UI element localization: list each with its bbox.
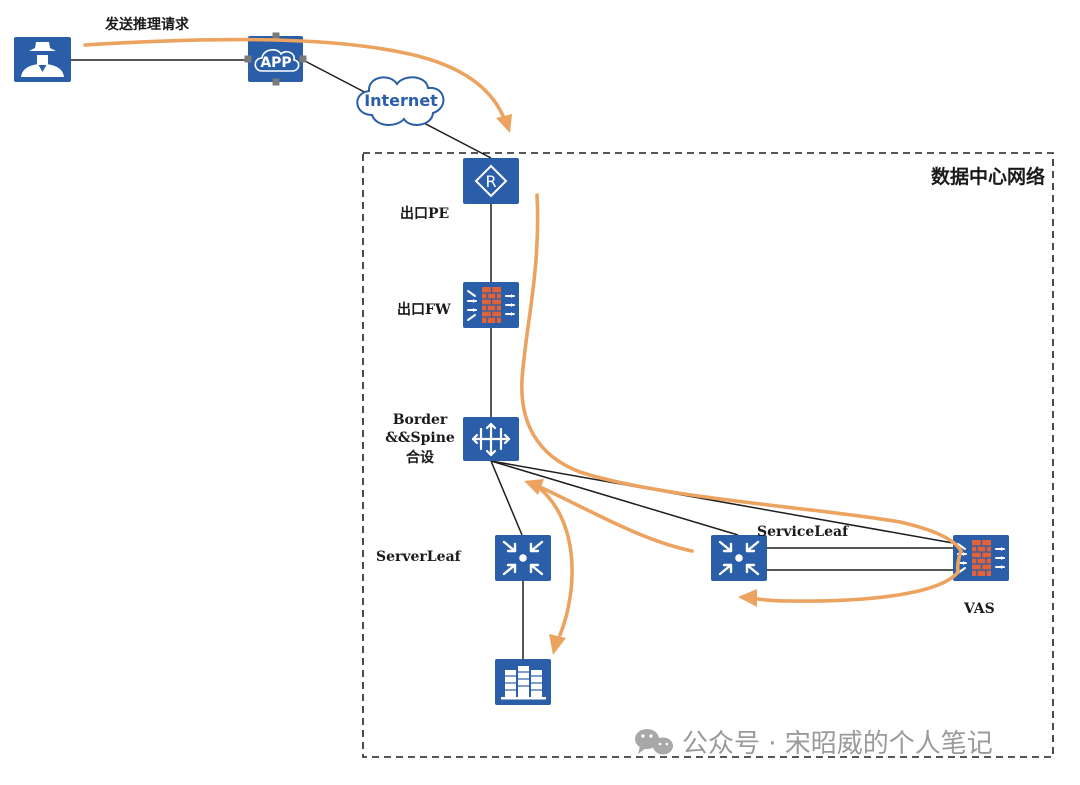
core-switch-icon (463, 417, 519, 461)
vas-label: VAS (963, 601, 995, 617)
user-icon (14, 37, 71, 82)
link-spine-serverleaf (490, 460, 523, 536)
server-leaf-label: ServerLeaf (376, 549, 462, 565)
flow-vas-return (756, 570, 960, 603)
link-spine-vas (490, 460, 954, 544)
app-connector-handles (244, 32, 307, 86)
service-leaf-icon (711, 535, 767, 581)
service-leaf-label: ServiceLeaf (757, 524, 849, 540)
app-icon: APP (244, 32, 307, 86)
fw-label: 出口FW (397, 301, 451, 318)
firewall-icon (463, 282, 519, 328)
app-label: APP (260, 55, 291, 71)
flow-spine-to-server (535, 484, 574, 637)
datacenter-boundary (362, 152, 1054, 758)
flow-return-arrowhead (738, 589, 757, 607)
flow-serviceleaf-to-spine (538, 485, 694, 553)
spine-label-line-3: 合设 (406, 449, 435, 466)
pe-label: 出口PE (400, 205, 449, 222)
flow-request-path (83, 37, 505, 118)
traffic-flow (83, 37, 963, 655)
internet-label: Internet (364, 91, 438, 110)
internet-cloud: Internet (356, 76, 445, 126)
flow-down-to-vas (520, 193, 963, 553)
flow-server-arrowhead (549, 634, 566, 655)
request-label: 发送推理请求 (104, 16, 190, 33)
server-rack-icon (495, 659, 551, 705)
server-leaf-icon (495, 535, 551, 581)
link-spine-serviceleaf-upper (490, 460, 739, 536)
watermark: 公众号 · 宋昭威的个人笔记 (635, 729, 993, 759)
router-icon: R (463, 158, 519, 204)
spine-label-line-2: &&Spine (385, 430, 455, 446)
datacenter-label: 数据中心网络 (931, 165, 1045, 188)
watermark-text: 公众号 · 宋昭威的个人笔记 (682, 729, 993, 759)
flow-serviceleaf-arrowhead (524, 479, 544, 495)
wechat-icon (635, 729, 673, 755)
vas-firewall-icon (953, 535, 1009, 581)
flow-request-arrowhead (496, 114, 512, 133)
router-letter: R (485, 172, 496, 191)
spine-label-line-1: Border (393, 412, 448, 428)
